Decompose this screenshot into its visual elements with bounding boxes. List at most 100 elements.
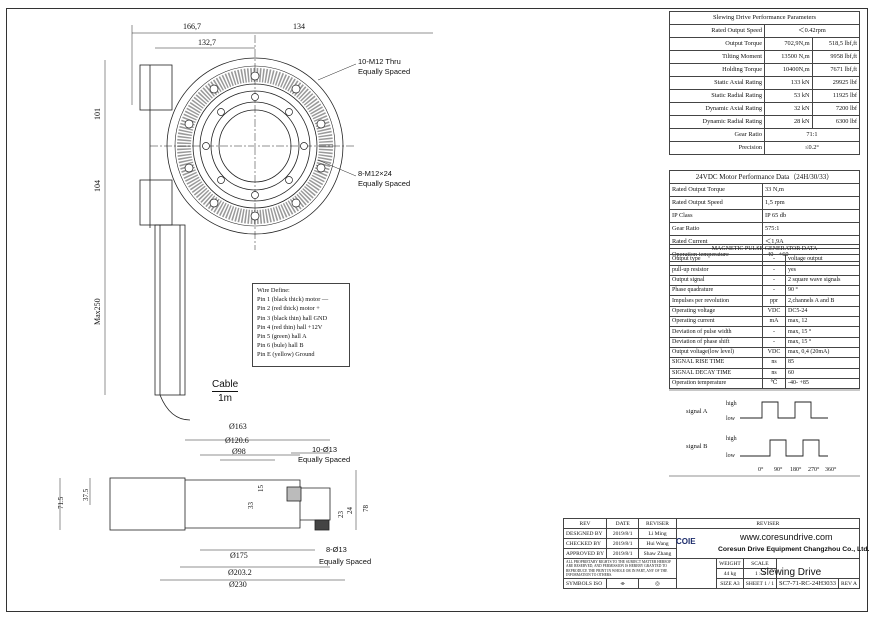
motor-body bbox=[154, 224, 186, 396]
motor-title: 24VDC Motor Performance Data（24H/30/33） bbox=[669, 170, 860, 184]
size-value: A3 bbox=[732, 580, 740, 587]
proprietary-notice: ALL PROPRIETARY RIGHTS TO THE SUBJECT MA… bbox=[563, 558, 677, 579]
checked-name: Hui Wang bbox=[638, 538, 677, 549]
bolt-holes bbox=[184, 71, 326, 221]
signal-b-low: low bbox=[726, 453, 736, 459]
dim-104: 104 bbox=[93, 180, 102, 192]
performance-table: Slewing Drive Performance Parameters Rat… bbox=[669, 11, 861, 155]
company-name: Coresun Drive Equipment Changzhou Co., L… bbox=[718, 546, 870, 553]
signal-b-high: high bbox=[726, 436, 737, 442]
table-row: Output type-voltage output bbox=[669, 254, 860, 266]
checked-date: 2019/8/1 bbox=[606, 538, 640, 549]
symbols-iso: SYMBOLS ISO bbox=[562, 578, 608, 589]
first-angle-icon: ◎ bbox=[638, 578, 677, 589]
projection-icon: ⌯ bbox=[606, 578, 640, 589]
tick-270: 270° bbox=[808, 466, 820, 473]
company-logo: COIE bbox=[676, 537, 696, 546]
signal-b-label: signal B bbox=[686, 443, 708, 450]
designed-date: 2019/8/1 bbox=[606, 528, 640, 539]
callout-10-d13: 10-Ø13 bbox=[312, 445, 338, 454]
date-header: DATE bbox=[606, 518, 640, 529]
dim-d120-6: Ø120.6 bbox=[225, 436, 249, 445]
dim-134: 134 bbox=[293, 22, 305, 31]
callout-8-d13: 8-Ø13 bbox=[326, 545, 347, 554]
wire-pin: Pin 4 (red thin) hall +12V bbox=[257, 323, 323, 331]
callout-m12x24: 8-M12×24 bbox=[358, 169, 392, 178]
table-row: Operation temperature℃-40- +85 bbox=[669, 377, 860, 390]
dim-37-5: 37.5 bbox=[82, 488, 90, 501]
tick-360: 360° bbox=[825, 466, 837, 473]
title-block: REV DATE REVISER REVISER DESIGNED BY 201… bbox=[562, 518, 861, 589]
callout-10-d13-spacing: Equally Spaced bbox=[298, 455, 351, 464]
drawing-number: SC7-71-RC-24H3033 bbox=[775, 578, 840, 589]
rev-header: REV bbox=[562, 518, 608, 529]
company-website: www.coresundrive.com bbox=[740, 532, 833, 542]
drawing-title: Slewing Drive bbox=[760, 567, 822, 578]
dim-15: 15 bbox=[257, 485, 265, 493]
signal-a-low: low bbox=[726, 416, 736, 422]
tick-180: 180° bbox=[790, 466, 802, 473]
cable-label: Cable bbox=[212, 379, 239, 390]
dim-24: 24 bbox=[346, 507, 354, 515]
table-row: Deviation of pulse width-max, 15 ° bbox=[669, 326, 860, 338]
perf-title: Slewing Drive Performance Parameters bbox=[669, 11, 860, 25]
weight-header: WEIGHT bbox=[716, 558, 744, 569]
callout-m12x24-spacing: Equally Spaced bbox=[358, 179, 411, 188]
cable-note: Cable 1m bbox=[212, 378, 239, 405]
sheet-border bbox=[6, 8, 868, 612]
weight-value: 44 kg bbox=[716, 568, 744, 579]
dim-d175: Ø175 bbox=[230, 551, 248, 560]
wire-pin: Pin 5 (green) hall A bbox=[257, 333, 307, 341]
company-cell bbox=[675, 528, 861, 559]
dim-d98: Ø98 bbox=[232, 447, 246, 456]
table-row: Precision≤0.2° bbox=[669, 141, 860, 155]
dim-78: 78 bbox=[362, 505, 370, 513]
signal-a-label: signal A bbox=[686, 408, 708, 415]
section-housing bbox=[109, 477, 186, 531]
reviser-column: REVISER bbox=[675, 518, 861, 529]
cable-length: 1m bbox=[212, 391, 239, 405]
pulse-title: MAGNETIC PULSE GENERATOR DATA bbox=[669, 243, 860, 256]
table-row: Output signal-2 square wave signals bbox=[669, 274, 860, 287]
tick-0: 0° bbox=[758, 466, 764, 473]
dim-132-7: 132,7 bbox=[198, 38, 216, 47]
table-row: Deviation of phase shift-max, 15 ° bbox=[669, 336, 860, 348]
dim-166-7: 166,7 bbox=[183, 22, 201, 31]
approved-name: Shaw Zhang bbox=[638, 548, 677, 559]
table-row: Rated Output Speed＜0.42rpm bbox=[669, 24, 860, 38]
wire-pin: Pin 6 (bule) hall B bbox=[257, 342, 304, 350]
wire-pin: Pin 3 (black thin) hall GND bbox=[257, 314, 328, 322]
callout-thru-holes: 10-M12 Thru bbox=[358, 57, 401, 66]
designed-name: Li Ming bbox=[638, 528, 677, 539]
approved-by: APPROVED BY bbox=[562, 548, 608, 559]
size-header: SIZE bbox=[720, 580, 732, 587]
dim-d203-2: Ø203.2 bbox=[228, 568, 252, 577]
signal-a-high: high bbox=[726, 401, 737, 407]
reviser-header: REVISER bbox=[638, 518, 677, 529]
tick-90: 90° bbox=[774, 466, 783, 473]
dim-33: 33 bbox=[247, 502, 255, 510]
wire-pin: Pin E (yellow) Ground bbox=[257, 351, 315, 359]
rev-value: A bbox=[853, 580, 857, 587]
wire-title: Wire Define: bbox=[257, 287, 290, 294]
wire-define-box: Wire Define: Pin 1 (black thick) motor —… bbox=[252, 283, 350, 367]
table-row: Phase quadrature-90 ° bbox=[669, 285, 860, 297]
dim-71-5: 71.5 bbox=[57, 496, 65, 509]
